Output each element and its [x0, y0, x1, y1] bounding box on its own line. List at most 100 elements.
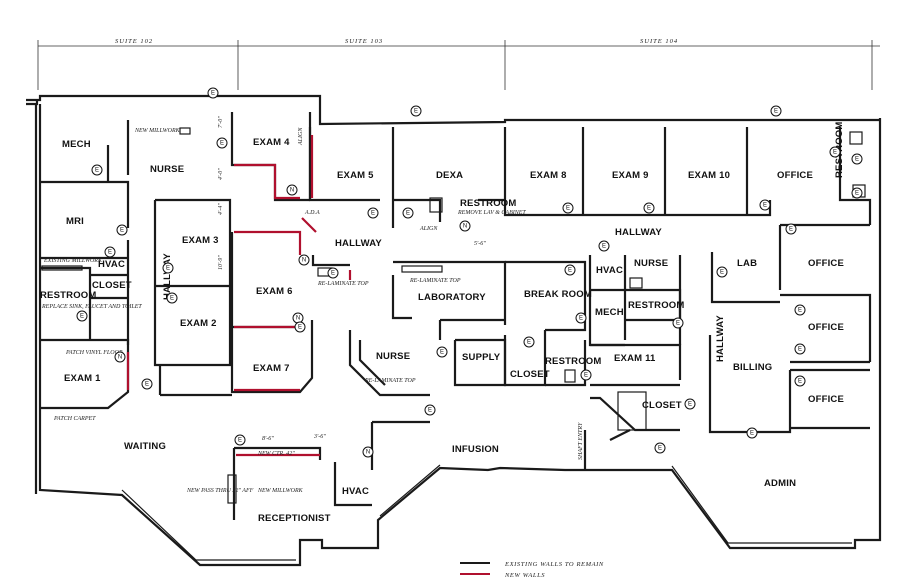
door-tag-existing: E	[684, 398, 696, 410]
room-exam-2: EXAM 2	[180, 318, 217, 329]
svg-text:E: E	[108, 250, 112, 256]
svg-text:E: E	[750, 431, 754, 437]
svg-text:E: E	[166, 266, 170, 272]
svg-text:E: E	[774, 109, 778, 115]
room-hallway-center: HALLWAY	[335, 238, 382, 249]
note-ada: A.D.A	[304, 210, 320, 216]
svg-text:E: E	[220, 141, 224, 147]
room-exam-1: EXAM 1	[64, 373, 101, 384]
note-dim-56: 5'-6"	[474, 241, 486, 247]
door-tag-existing: E	[402, 207, 414, 219]
room-hvac-lower: HVAC	[342, 486, 369, 497]
annotations: NEW MILLWORK EXISTING MILLWORK REPLACE S…	[41, 116, 584, 494]
door-tag-existing: E	[162, 262, 174, 274]
door-tag-existing: E	[851, 187, 863, 199]
room-closet-left: CLOSET	[92, 280, 132, 291]
door-tag-existing: E	[424, 404, 436, 416]
door-tag-existing: E	[564, 264, 576, 276]
door-tag-existing: E	[794, 343, 806, 355]
svg-text:E: E	[527, 340, 531, 346]
room-restroom-low: RESTROOM	[545, 356, 602, 367]
door-tag-existing: E	[794, 375, 806, 387]
door-tag-existing: E	[216, 137, 228, 149]
legend-new-label: NEW WALLS	[504, 572, 545, 579]
svg-text:E: E	[211, 91, 215, 97]
legend: EXISTING WALLS TO REMAIN NEW WALLS	[460, 561, 604, 579]
room-hvac-left: HVAC	[98, 259, 125, 270]
room-admin: ADMIN	[764, 478, 796, 489]
room-hvac-right: HVAC	[596, 265, 623, 276]
legend-existing-label: EXISTING WALLS TO REMAIN	[504, 561, 604, 568]
door-tag-existing: E	[91, 164, 103, 176]
room-hallway-lower-right: HALLWAY	[715, 315, 726, 362]
svg-text:E: E	[414, 109, 418, 115]
room-nurse: NURSE	[150, 164, 184, 175]
room-hallway-right: HALLWAY	[615, 227, 662, 238]
svg-text:E: E	[95, 168, 99, 174]
door-tag-existing: E	[523, 336, 535, 348]
svg-text:N: N	[366, 450, 370, 456]
door-tag-existing: E	[166, 292, 178, 304]
note-new-ctr: NEW CTR. 42"	[257, 450, 295, 457]
svg-text:E: E	[855, 191, 859, 197]
svg-text:E: E	[855, 157, 859, 163]
svg-text:E: E	[676, 321, 680, 327]
room-infusion: INFUSION	[452, 444, 499, 455]
note-align-exam4: ALIGN	[298, 127, 304, 146]
door-tag-existing: E	[785, 223, 797, 235]
room-closet-center: CLOSET	[510, 369, 550, 380]
note-replace-sink: REPLACE SINK, FAUCET AND TOILET	[41, 304, 142, 310]
svg-text:E: E	[798, 347, 802, 353]
note-relaminate-top: RE-LAMINATE TOP	[317, 281, 369, 287]
svg-text:E: E	[406, 211, 410, 217]
fixtures	[41, 127, 866, 504]
room-restroom-left: RESTROOM	[40, 290, 97, 301]
svg-text:E: E	[798, 308, 802, 314]
svg-text:N: N	[296, 316, 300, 322]
exterior-walls	[26, 94, 882, 567]
room-office-top: OFFICE	[777, 170, 813, 181]
room-exam-6: EXAM 6	[256, 286, 293, 297]
svg-text:E: E	[566, 206, 570, 212]
svg-text:E: E	[688, 402, 692, 408]
door-tag-existing: E	[643, 202, 655, 214]
svg-text:E: E	[440, 350, 444, 356]
svg-text:E: E	[120, 228, 124, 234]
room-office-upper: OFFICE	[808, 258, 844, 269]
door-tag-existing: E	[367, 207, 379, 219]
svg-text:N: N	[463, 224, 467, 230]
svg-text:E: E	[720, 270, 724, 276]
door-tag-existing: E	[770, 105, 782, 117]
room-exam-7: EXAM 7	[253, 363, 290, 374]
room-exam-3: EXAM 3	[182, 235, 219, 246]
note-dim-70: 7'-0"	[218, 116, 224, 128]
room-restroom-dexa: RESTROOM	[460, 198, 517, 209]
door-tag-new: N	[292, 312, 304, 324]
room-exam-11: EXAM 11	[614, 353, 656, 364]
room-exam-4: EXAM 4	[253, 137, 290, 148]
svg-text:E: E	[647, 206, 651, 212]
svg-text:E: E	[331, 271, 335, 277]
door-tag-new: N	[362, 446, 374, 458]
suite-104-label: SUITE 104	[640, 38, 678, 45]
door-tag-existing: E	[829, 146, 841, 158]
door-tag-existing: E	[672, 317, 684, 329]
svg-text:E: E	[763, 203, 767, 209]
svg-text:E: E	[568, 268, 572, 274]
note-dim-86: 8'-6"	[262, 436, 274, 442]
door-tag-existing: E	[759, 199, 771, 211]
room-nurse-right: NURSE	[634, 258, 668, 269]
note-new-pass-thru: NEW PASS THRU 32" AFF	[186, 488, 254, 494]
room-laboratory: LABORATORY	[418, 292, 486, 303]
note-align: ALIGN	[419, 226, 438, 232]
door-tag-existing: E	[851, 153, 863, 165]
door-tag-existing: E	[654, 442, 666, 454]
svg-text:E: E	[238, 438, 242, 444]
room-office-middle: OFFICE	[808, 322, 844, 333]
room-hallway-left: HALLWAY	[162, 253, 173, 300]
door-tag-new: N	[298, 254, 310, 266]
suite-103-label: SUITE 103	[345, 38, 383, 45]
room-dexa: DEXA	[436, 170, 463, 181]
note-relaminate-nurse: RE-LAMINATE TOP	[364, 378, 416, 384]
